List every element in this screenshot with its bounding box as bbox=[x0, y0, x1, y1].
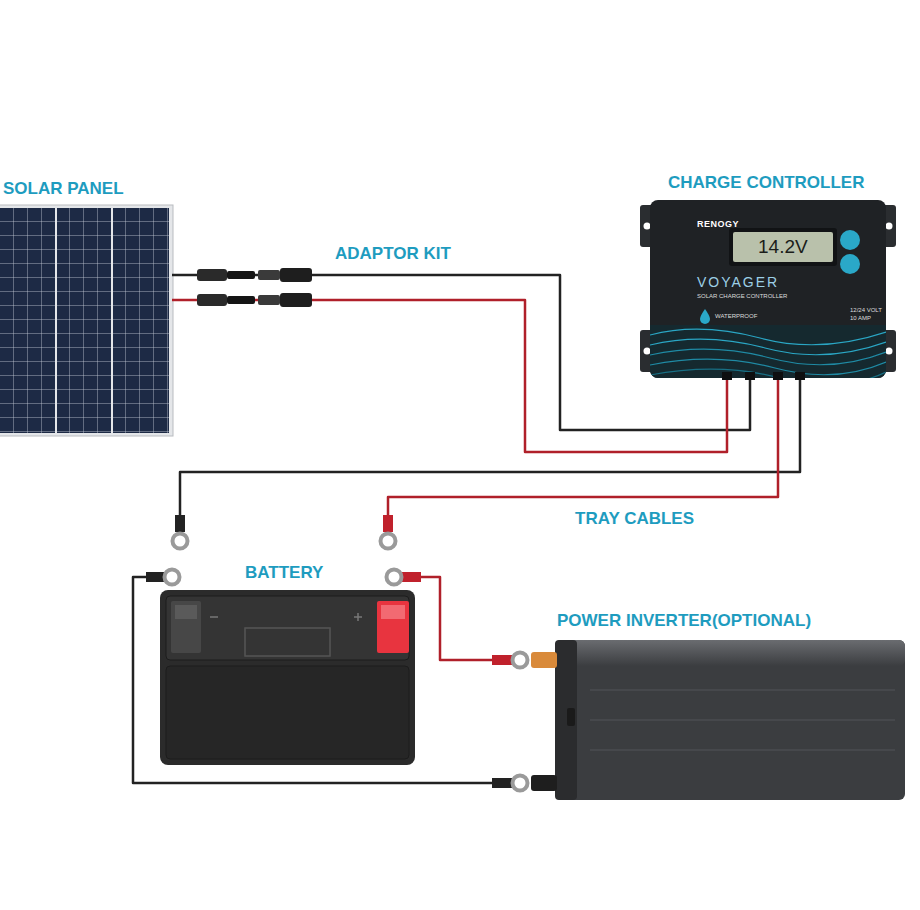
ring-terminal bbox=[513, 776, 528, 791]
wire bbox=[425, 577, 490, 660]
battery: BATTERY bbox=[140, 515, 425, 770]
ring-terminal bbox=[165, 570, 180, 585]
hex-wave-pattern bbox=[650, 325, 886, 378]
mc4-female bbox=[197, 269, 227, 281]
crimp-sleeve bbox=[402, 572, 421, 582]
control-button bbox=[840, 254, 860, 274]
crimp-sleeve bbox=[175, 515, 185, 532]
ring-terminal bbox=[513, 653, 528, 668]
feature-note: WATERPROOF bbox=[715, 313, 757, 320]
waterproof-icon bbox=[700, 309, 710, 324]
cable-gland bbox=[773, 372, 783, 380]
lcd-screen bbox=[733, 232, 833, 262]
mc4-male bbox=[280, 293, 312, 307]
panel-lead-stubs bbox=[172, 274, 178, 277]
crimp-sleeve bbox=[492, 778, 512, 788]
wire-stub bbox=[140, 576, 147, 579]
mc4-female bbox=[197, 294, 227, 306]
model-subtitle: SOLAR CHARGE CONTROLLER bbox=[697, 293, 787, 300]
wave-line bbox=[650, 369, 886, 378]
lcd-bezel bbox=[729, 228, 837, 266]
inverter-body bbox=[555, 640, 905, 800]
plus-mark bbox=[354, 613, 362, 621]
inverter-top bbox=[555, 640, 905, 666]
panel-string-gaps bbox=[56, 208, 112, 433]
part-heading: CHARGE CONTROLLER bbox=[668, 173, 864, 193]
wire bbox=[133, 577, 490, 783]
wire-label: ADAPTOR KIT bbox=[333, 244, 453, 264]
cable-gland bbox=[745, 372, 755, 380]
terminal-cap bbox=[175, 605, 197, 619]
lcd-reading: 14.2V bbox=[758, 236, 808, 258]
lug-hole bbox=[644, 348, 651, 355]
crimp-sleeve bbox=[383, 515, 393, 532]
mc4-female-tip bbox=[227, 271, 255, 279]
control-button bbox=[840, 230, 860, 250]
model-name: VOYAGER bbox=[697, 274, 779, 290]
mc4-connectors bbox=[197, 268, 312, 307]
ring-terminal bbox=[173, 534, 188, 549]
solar-panel-illustration bbox=[0, 205, 178, 436]
ring-terminal bbox=[381, 534, 396, 549]
part-heading: POWER INVERTER(OPTIONAL) bbox=[557, 611, 811, 631]
rating-text: 12/24 VOLT bbox=[850, 307, 882, 314]
wave-line bbox=[650, 329, 886, 345]
brand-logo: RENOGY bbox=[697, 219, 739, 229]
panel-cells bbox=[0, 208, 169, 433]
panel-lead-stubs bbox=[172, 299, 178, 302]
inverter-illustration bbox=[490, 640, 905, 800]
lug-hole bbox=[886, 223, 893, 230]
lug-hole bbox=[644, 223, 651, 230]
wave-line bbox=[650, 339, 886, 355]
wire-label: TRAY CABLES bbox=[573, 509, 696, 529]
crimp-sleeve bbox=[492, 655, 512, 665]
inverter-ribs bbox=[590, 690, 895, 750]
battery-body bbox=[160, 590, 415, 765]
rating-text: 10 AMP bbox=[850, 315, 871, 322]
panel-frame bbox=[0, 205, 173, 436]
ring-terminal bbox=[387, 570, 402, 585]
charge-controller-illustration bbox=[640, 200, 896, 385]
charge-controller: CHARGE CONTROLLER RENOGY 14.2V VOYAGER SOLAR… bbox=[640, 168, 895, 380]
battery-illustration bbox=[140, 515, 425, 765]
mc4-female-tip bbox=[227, 296, 255, 304]
wave-line bbox=[650, 359, 886, 375]
part-heading: SOLAR PANEL bbox=[3, 179, 124, 199]
part-heading: BATTERY bbox=[245, 563, 323, 583]
wire bbox=[388, 380, 778, 515]
battery-front bbox=[166, 666, 409, 759]
terminal-cap bbox=[381, 605, 405, 619]
minus-mark bbox=[210, 616, 218, 618]
crimp-sleeve bbox=[146, 572, 164, 582]
controller-body bbox=[650, 200, 886, 378]
lug-hole bbox=[886, 348, 893, 355]
solar-panel: SOLAR PANEL bbox=[0, 170, 178, 438]
wave-line bbox=[650, 349, 886, 365]
mc4-male bbox=[280, 268, 312, 282]
inverter-endcap bbox=[555, 640, 577, 800]
power-inverter: POWER INVERTER(OPTIONAL) bbox=[490, 605, 908, 805]
wire bbox=[180, 380, 800, 515]
battery-terminal-negative bbox=[171, 601, 201, 653]
inverter-terminal-negative bbox=[531, 775, 557, 791]
wire bbox=[178, 300, 727, 452]
cable-gland bbox=[795, 372, 805, 380]
battery-terminal-positive bbox=[377, 601, 409, 653]
battery-lid bbox=[166, 596, 409, 660]
inverter-terminal-positive bbox=[531, 652, 557, 668]
mc4-male-tip bbox=[258, 270, 280, 280]
mc4-male-tip bbox=[258, 295, 280, 305]
label-recess bbox=[245, 628, 330, 656]
cable-gland bbox=[722, 372, 732, 380]
inverter-switch bbox=[567, 708, 575, 726]
